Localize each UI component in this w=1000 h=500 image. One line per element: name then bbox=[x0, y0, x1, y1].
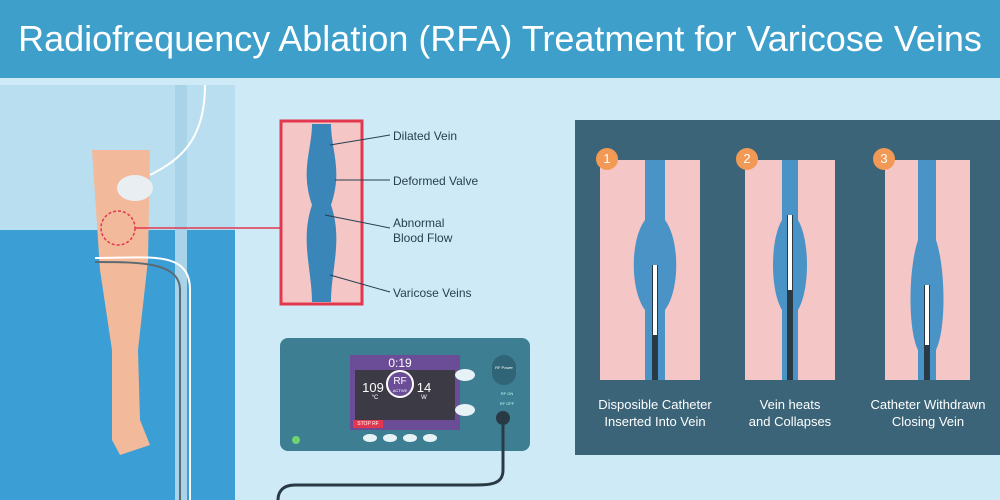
label-dilated-vein: Dilated Vein bbox=[393, 129, 458, 143]
step-3-caption-line2: Closing Vein bbox=[891, 414, 965, 429]
dilated-vein bbox=[306, 124, 337, 302]
device-power: 14 bbox=[416, 380, 432, 395]
up-button[interactable] bbox=[455, 369, 475, 381]
step-2-caption: Vein heats and Collapses bbox=[720, 396, 860, 430]
rf-power-label: RF Power bbox=[495, 365, 513, 370]
step-2-caption-line1: Vein heats bbox=[759, 397, 821, 412]
device-power-unit: W bbox=[421, 395, 427, 401]
step-3-caption-line1: Catheter Withdrawn bbox=[870, 397, 986, 412]
label-varicose-veins: Varicose Veins bbox=[393, 286, 472, 300]
device-temperature-unit: °C bbox=[371, 395, 379, 401]
leg bbox=[92, 150, 150, 455]
ultrasound-probe bbox=[117, 175, 153, 201]
step-1-badge: 1 bbox=[596, 148, 618, 170]
device-temperature: 109 bbox=[362, 380, 384, 395]
rf-on-indicator: RF ON bbox=[500, 391, 514, 396]
device-timer: 0:19 bbox=[388, 356, 412, 370]
device-rf-active: ACTIVE bbox=[392, 388, 408, 393]
rf-power-button[interactable] bbox=[492, 355, 516, 385]
step-1-vein bbox=[600, 160, 700, 380]
step-1-caption-line1: Disposible Catheter bbox=[598, 397, 712, 412]
stop-rf-button[interactable]: STOP RF bbox=[357, 421, 379, 427]
device-rf-label: RF bbox=[393, 376, 407, 387]
step-3-badge: 3 bbox=[873, 148, 895, 170]
step-2-caption-line2: and Collapses bbox=[748, 414, 832, 429]
catheter-port bbox=[496, 411, 510, 425]
label-abnormal-blood-flow: Abnormal Blood Flow bbox=[393, 216, 453, 245]
step-2-vein bbox=[745, 160, 835, 380]
down-button[interactable] bbox=[455, 404, 475, 416]
step-3-vein bbox=[885, 160, 970, 380]
rf-off-indicator: RF OFF bbox=[499, 401, 515, 406]
step-2-badge: 2 bbox=[736, 148, 758, 170]
step-1-caption-line2: Inserted Into Vein bbox=[604, 414, 706, 429]
label-deformed-valve: Deformed Valve bbox=[393, 174, 479, 188]
page-title: Radiofrequency Ablation (RFA) Treatment … bbox=[0, 0, 1000, 78]
